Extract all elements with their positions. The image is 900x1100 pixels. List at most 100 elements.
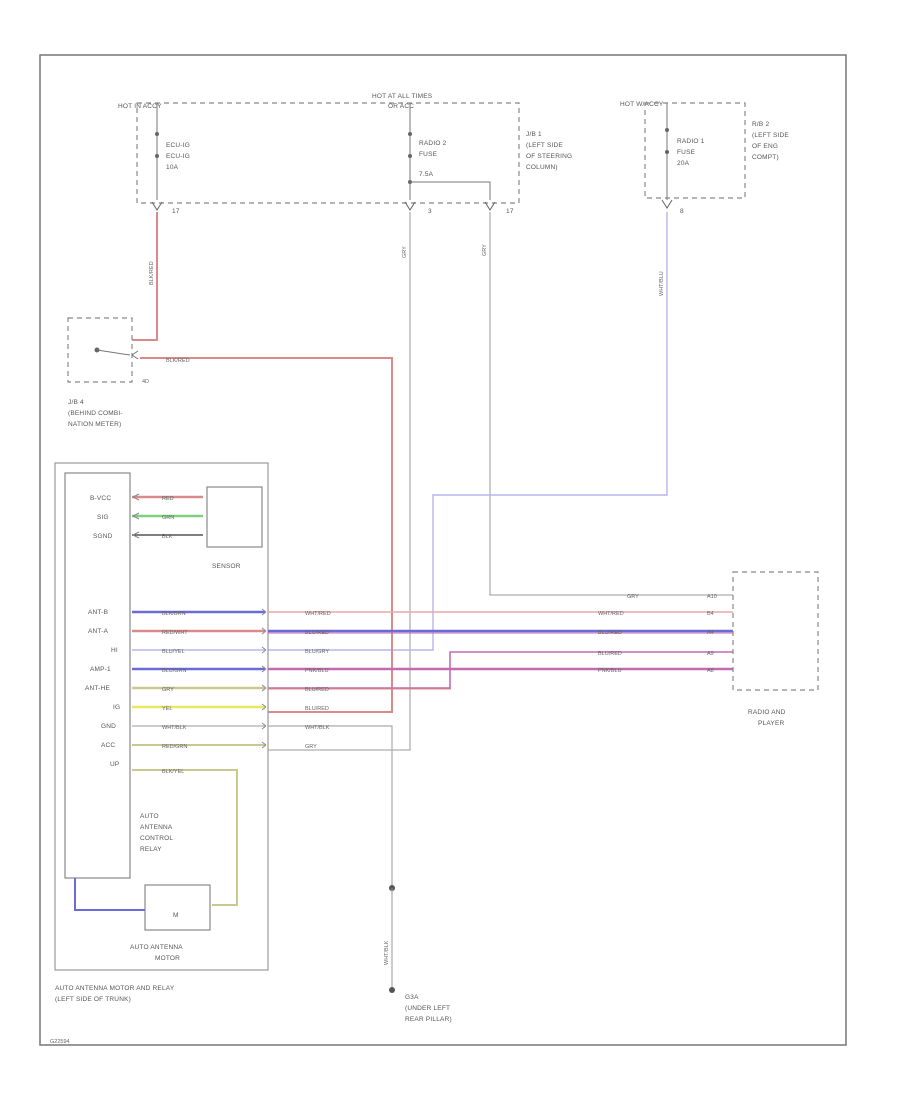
term-10: GND xyxy=(101,723,116,730)
relay-label-1: ANTENNA xyxy=(140,824,173,831)
term-12: UP xyxy=(110,761,119,768)
relay-label-3: RELAY xyxy=(140,846,162,853)
relay-terminals: B-VCC SIG SGND ANT-B ANT-A HI AMP-1 ANT-… xyxy=(85,495,120,768)
radio-label-1: PLAYER xyxy=(758,720,784,727)
rb2-box xyxy=(644,102,746,199)
radio-pin-1: B4 xyxy=(707,611,714,617)
ecu-fuse-name: ECU-IG xyxy=(166,142,190,149)
radio-pin-0: A10 xyxy=(707,594,717,600)
hot-at-all-label: HOT AT ALL TIMES xyxy=(372,93,433,100)
radio2-fuse: RADIO 2 FUSE 7.5A 3 17 xyxy=(408,103,514,215)
radio-wire-4: PNK/BLU xyxy=(598,668,622,674)
inner-wire-3: BLU/GRN xyxy=(162,668,186,674)
control-relay-box xyxy=(64,472,131,879)
inner-wire-1: RED/WHT xyxy=(162,630,188,636)
assembly-label-0: AUTO ANTENNA MOTOR AND RELAY xyxy=(55,985,175,992)
inner-wire-5: YEL xyxy=(162,706,172,712)
radio1-fuse: RADIO 1 FUSE 20A 8 xyxy=(665,103,705,215)
radio-box xyxy=(732,571,819,691)
radio1-amp: 20A xyxy=(677,160,690,167)
ecu-wire-label: BLK/RED xyxy=(149,261,155,285)
motor-box xyxy=(144,884,211,931)
harness-wire-4: BLU/RED xyxy=(305,687,329,693)
inner-wire-7: RED/GRN xyxy=(162,744,187,750)
hot-in-acc-label: HOT IN ACCY xyxy=(118,103,162,110)
jb1-label-3: COLUMN) xyxy=(526,164,558,171)
sensor-label: SENSOR xyxy=(212,563,241,570)
harness-wires: WHT/RED BLU/RED BLU/GRY PNK/BLU BLU/RED … xyxy=(268,611,733,890)
jb1-label-0: J/B 1 xyxy=(526,131,542,138)
r1-wire-label: WHT/BLU xyxy=(659,271,665,296)
ecu-pin: 17 xyxy=(172,208,180,215)
diagram-border xyxy=(39,54,847,1046)
motor-symbol: M xyxy=(173,912,179,919)
jb1-label-1: (LEFT SIDE xyxy=(526,142,563,149)
jb4-label-2: NATION METER) xyxy=(68,421,121,428)
inner-wire-6: WHT/BLK xyxy=(162,725,187,731)
ground-label-1: (UNDER LEFT xyxy=(405,1005,450,1012)
on-acc-label: OR ACC xyxy=(388,103,414,110)
radio-wire-1: WHT/RED xyxy=(598,611,624,617)
hot-w-accy-label: HOT W/ACCY xyxy=(620,101,664,108)
harness-wire-5: BLU/RED xyxy=(305,706,329,712)
ground-node-bottom xyxy=(389,987,395,993)
rb2-label-3: COMPT) xyxy=(752,154,779,161)
term-2: SGND xyxy=(93,533,113,540)
r2a-pin: 3 xyxy=(428,208,432,215)
sensor-wires: RED GRN BLK xyxy=(132,495,203,540)
radio2-name: RADIO 2 xyxy=(419,140,447,147)
footer-code: G22594 xyxy=(50,1039,70,1045)
rb2-label-1: (LEFT SIDE xyxy=(752,132,789,139)
jb4-red-wire xyxy=(140,357,393,713)
jb4-box xyxy=(67,317,133,383)
inner-wire-4: GRY xyxy=(162,687,174,693)
radio-pin-2: A4 xyxy=(707,630,714,636)
ecu-wire xyxy=(132,212,158,341)
jb1-box xyxy=(136,102,520,204)
rb2-label-0: R/B 2 xyxy=(752,121,769,128)
term-1: SIG xyxy=(97,514,109,521)
r2a-wire xyxy=(268,212,411,751)
r2b-wire-label: GRY xyxy=(482,244,488,256)
harness-wire-7: GRY xyxy=(305,744,317,750)
r2b-wire xyxy=(489,212,733,596)
radio-pin-4: A8 xyxy=(707,668,714,674)
motor-label-1: MOTOR xyxy=(155,955,180,962)
jb4-label-0: J/B 4 xyxy=(68,399,84,406)
ground-label-0: G3A xyxy=(405,994,419,1001)
term-4: ANT-B xyxy=(88,609,108,616)
term-6: HI xyxy=(111,647,118,654)
ground-wire-label: WHT/BLK xyxy=(384,940,390,965)
radio1-name: RADIO 1 xyxy=(677,138,705,145)
jb4-wire-label: BLK/RED xyxy=(166,358,190,364)
term-0: B-VCC xyxy=(90,495,111,502)
relay-edge-connectors xyxy=(132,493,267,749)
relay-inner-wires: BLK/BRN RED/WHT BLU/YEL BLU/GRN GRY YEL … xyxy=(132,610,265,906)
radio1-fuse-word: FUSE xyxy=(677,149,696,156)
radio-label-0: RADIO AND xyxy=(748,709,786,716)
radio2-fuse-word: FUSE xyxy=(419,151,438,158)
inner-wire-2: BLU/YEL xyxy=(162,649,185,655)
motor-blue-wire xyxy=(74,878,145,911)
sensor-box xyxy=(206,486,263,548)
sensor-wire-2: BLK xyxy=(162,534,173,540)
sensor-wire-0: RED xyxy=(162,496,174,502)
term-9: IG xyxy=(113,704,120,711)
harness-wire-0: WHT/RED xyxy=(305,611,331,617)
jb4-label-1: (BEHIND COMBI- xyxy=(68,410,123,417)
assembly-label-1: (LEFT SIDE OF TRUNK) xyxy=(55,996,131,1003)
inner-wire-0: BLK/BRN xyxy=(162,611,186,617)
ecu-fuse-amp: 10A xyxy=(166,164,179,171)
jb1-label-2: OF STEERING xyxy=(526,153,572,160)
relay-label-0: AUTO xyxy=(140,813,159,820)
ecu-ig-fuse: ECU-IG ECU-IG 10A 17 xyxy=(155,103,190,215)
r2b-pin: 17 xyxy=(506,208,514,215)
r1-wire xyxy=(268,212,668,651)
rb2-label-2: OF ENG xyxy=(752,143,778,150)
relay-label-2: CONTROL xyxy=(140,835,173,842)
term-7: AMP-1 xyxy=(90,666,111,673)
radio-wire-0: GRY xyxy=(627,594,639,600)
harness-wire-2: BLU/GRY xyxy=(305,649,329,655)
radio2-amp: 7.5A xyxy=(419,171,434,178)
